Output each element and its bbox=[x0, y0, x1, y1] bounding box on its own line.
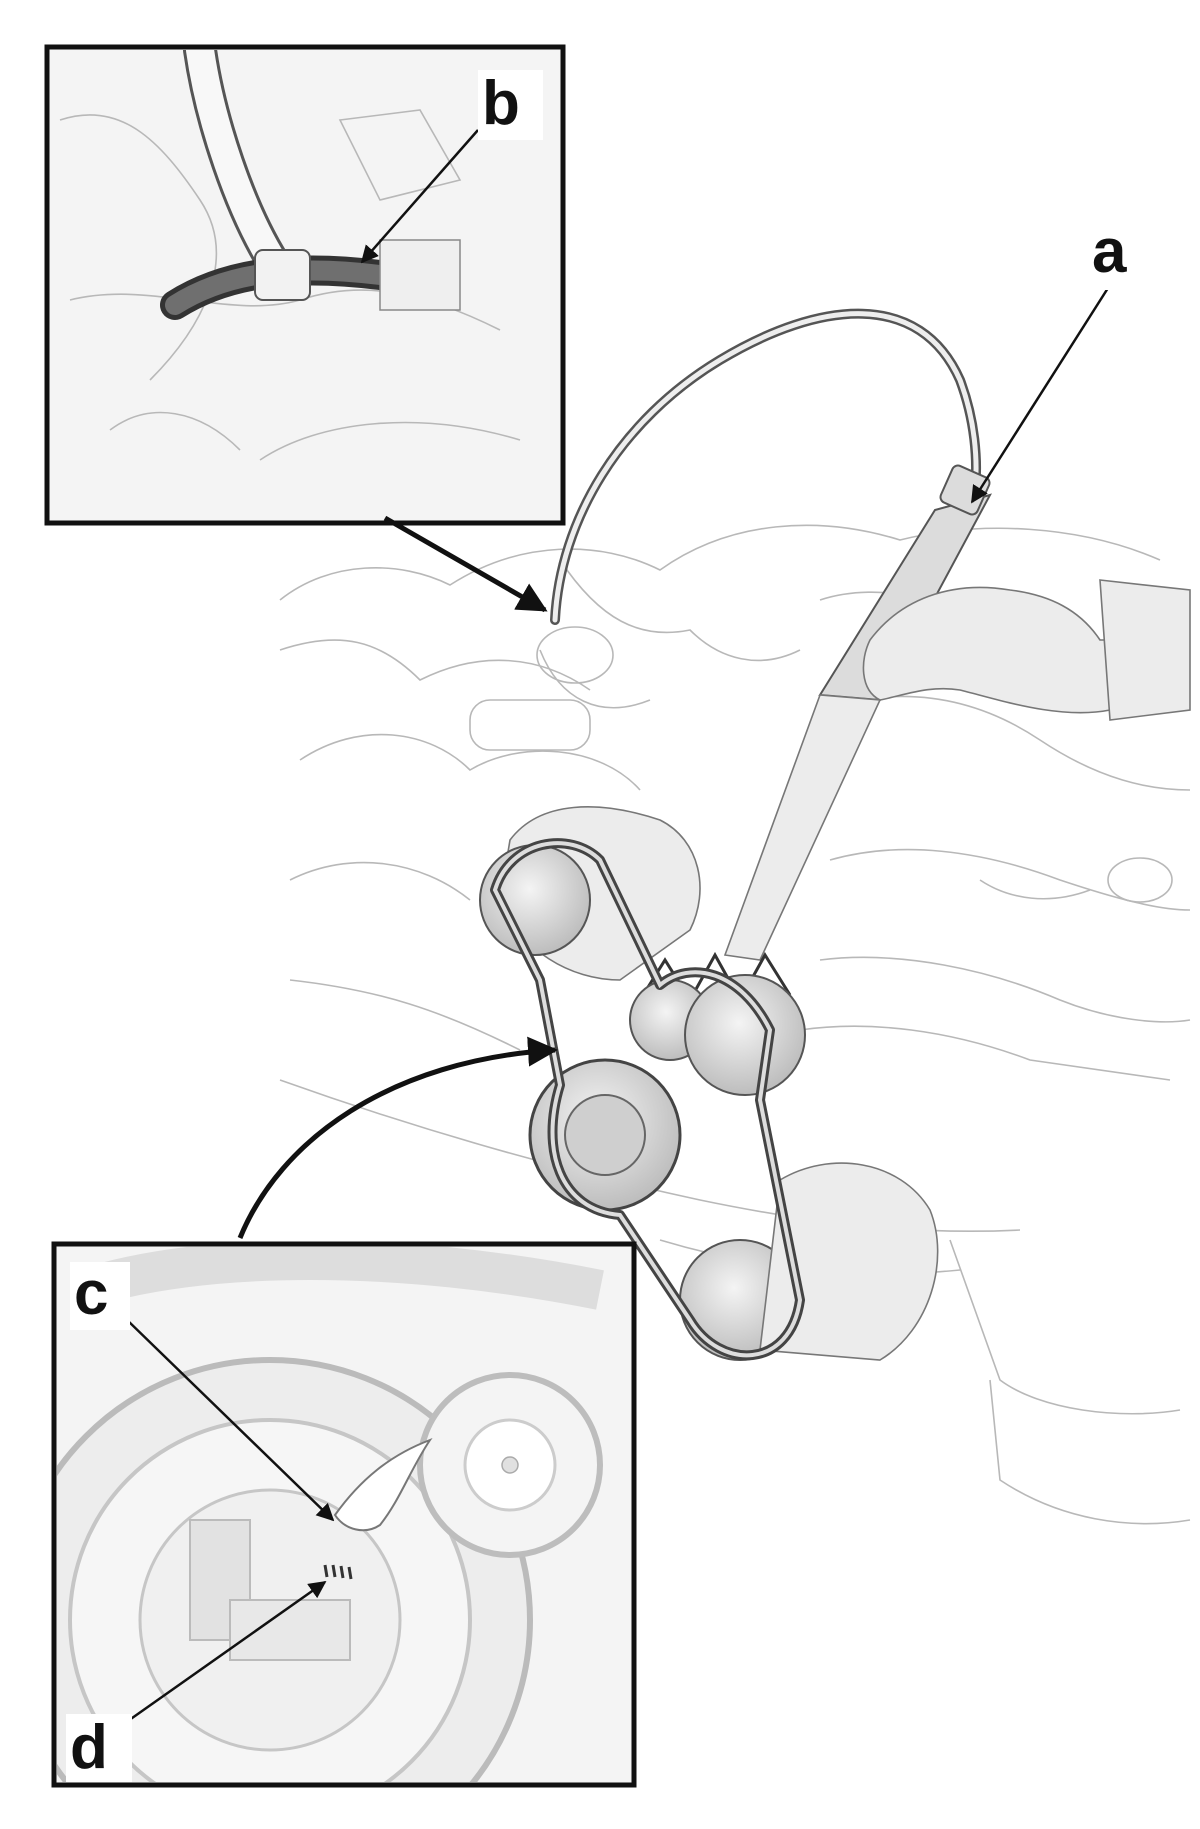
callout-b-leader bbox=[360, 129, 479, 264]
inset-cd-link-arrow bbox=[237, 1036, 558, 1239]
callout-c-leader bbox=[124, 1317, 335, 1522]
hand-outline bbox=[862, 586, 1151, 714]
callout-b: b bbox=[482, 69, 520, 138]
inset-cd bbox=[51, 1241, 637, 1788]
pointer-mark bbox=[333, 1437, 433, 1532]
inset-b bbox=[44, 44, 566, 526]
accessory-drive bbox=[479, 806, 939, 1361]
timing-marks bbox=[323, 1564, 353, 1580]
vacuum-tool-assembly bbox=[550, 308, 1191, 1004]
water-pump-pulley bbox=[684, 974, 806, 1096]
callout-a: a bbox=[1092, 217, 1127, 286]
callout-a-leader bbox=[970, 287, 1110, 504]
callout-d-leader bbox=[117, 1580, 327, 1730]
inset-b-link-arrow bbox=[383, 515, 548, 613]
callout-c: c bbox=[74, 1259, 108, 1328]
callout-d: d bbox=[70, 1713, 108, 1782]
